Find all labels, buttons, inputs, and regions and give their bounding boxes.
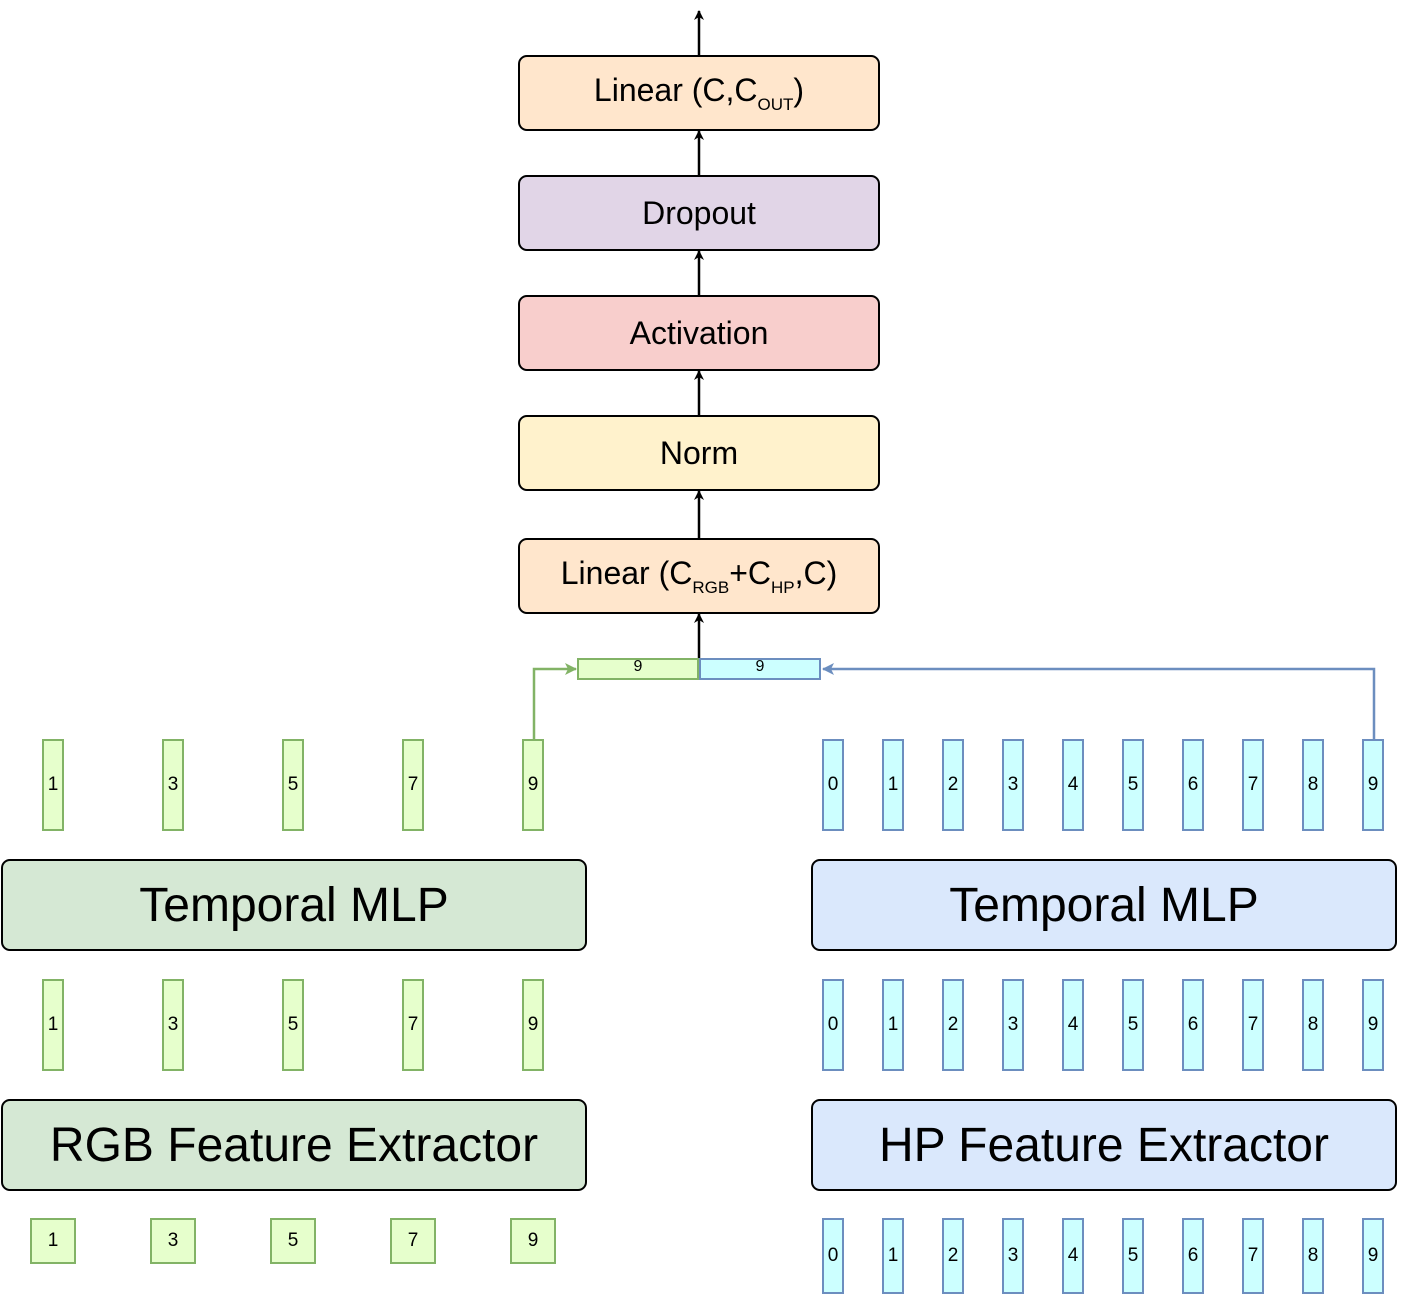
hp-output-token: 3 [1002,739,1024,831]
concat-hp-feature: 9 [699,658,821,680]
hp-output-token: 8 [1302,739,1324,831]
hp-input-frame: 0 [822,1218,844,1294]
rgb-feature-token: 7 [402,979,424,1071]
hp-input-frame: 9 [1362,1218,1384,1294]
rgb-temporal-mlp-label: Temporal MLP [139,878,449,932]
hp-feature-token: 1 [882,979,904,1071]
rgb-feature-extractor: RGB Feature Extractor [1,1099,587,1191]
rgb-feature-token: 1 [42,979,64,1071]
rgb-output-token: 5 [282,739,304,831]
hp-feature-extractor-label: HP Feature Extractor [879,1118,1329,1172]
dropout-label: Dropout [642,194,756,231]
hp-feature-extractor: HP Feature Extractor [811,1099,1397,1191]
linear-output-block: Linear (C,COUT) [518,55,880,131]
hp-output-token: 2 [942,739,964,831]
hp-input-frame: 7 [1242,1218,1264,1294]
hp-input-frame: 5 [1122,1218,1144,1294]
dropout-block: Dropout [518,175,880,251]
hp-temporal-mlp-label: Temporal MLP [949,878,1259,932]
hp-select-arrow [822,663,1376,739]
hp-input-frame: 6 [1182,1218,1204,1294]
rgb-select-arrow [532,663,577,739]
activation-block: Activation [518,295,880,371]
hp-output-token: 1 [882,739,904,831]
norm-block: Norm [518,415,880,491]
hp-output-token: 7 [1242,739,1264,831]
linear-input-block: Linear (CRGB+CHP,C) [518,538,880,614]
rgb-feature-token: 3 [162,979,184,1071]
rgb-feature-token: 9 [522,979,544,1071]
norm-label: Norm [659,434,739,471]
rgb-input-frame: 7 [390,1218,436,1264]
hp-feature-token: 9 [1362,979,1384,1071]
rgb-input-frame: 3 [150,1218,196,1264]
rgb-output-token: 7 [402,739,424,831]
hp-output-token: 9 [1362,739,1384,831]
hp-input-frame: 4 [1062,1218,1084,1294]
rgb-output-token: 1 [42,739,64,831]
hp-input-frame: 2 [942,1218,964,1294]
hp-feature-token: 4 [1062,979,1084,1071]
hp-input-frame: 3 [1002,1218,1024,1294]
hp-output-token: 0 [822,739,844,831]
rgb-temporal-mlp: Temporal MLP [1,859,587,951]
rgb-output-token: 3 [162,739,184,831]
hp-input-frame: 1 [882,1218,904,1294]
rgb-input-frame: 5 [270,1218,316,1264]
hp-feature-token: 2 [942,979,964,1071]
rgb-feature-token: 5 [282,979,304,1071]
linear-output-label: Linear (C,COUT) [593,71,805,114]
concat-rgb-label: 9 [633,658,643,675]
hp-feature-token: 6 [1182,979,1204,1071]
rgb-output-token: 9 [522,739,544,831]
hp-output-token: 6 [1182,739,1204,831]
linear-input-label: Linear (CRGB+CHP,C) [560,554,838,597]
activation-label: Activation [629,314,769,351]
hp-temporal-mlp: Temporal MLP [811,859,1397,951]
hp-feature-token: 3 [1002,979,1024,1071]
hp-feature-token: 7 [1242,979,1264,1071]
hp-output-token: 5 [1122,739,1144,831]
concat-rgb-feature: 9 [577,658,699,680]
hp-input-frame: 8 [1302,1218,1324,1294]
concat-hp-label: 9 [755,658,765,675]
rgb-feature-extractor-label: RGB Feature Extractor [49,1118,539,1172]
hp-feature-token: 5 [1122,979,1144,1071]
hp-output-token: 4 [1062,739,1084,831]
rgb-input-frame: 1 [30,1218,76,1264]
hp-feature-token: 8 [1302,979,1324,1071]
hp-feature-token: 0 [822,979,844,1071]
rgb-input-frame: 9 [510,1218,556,1264]
